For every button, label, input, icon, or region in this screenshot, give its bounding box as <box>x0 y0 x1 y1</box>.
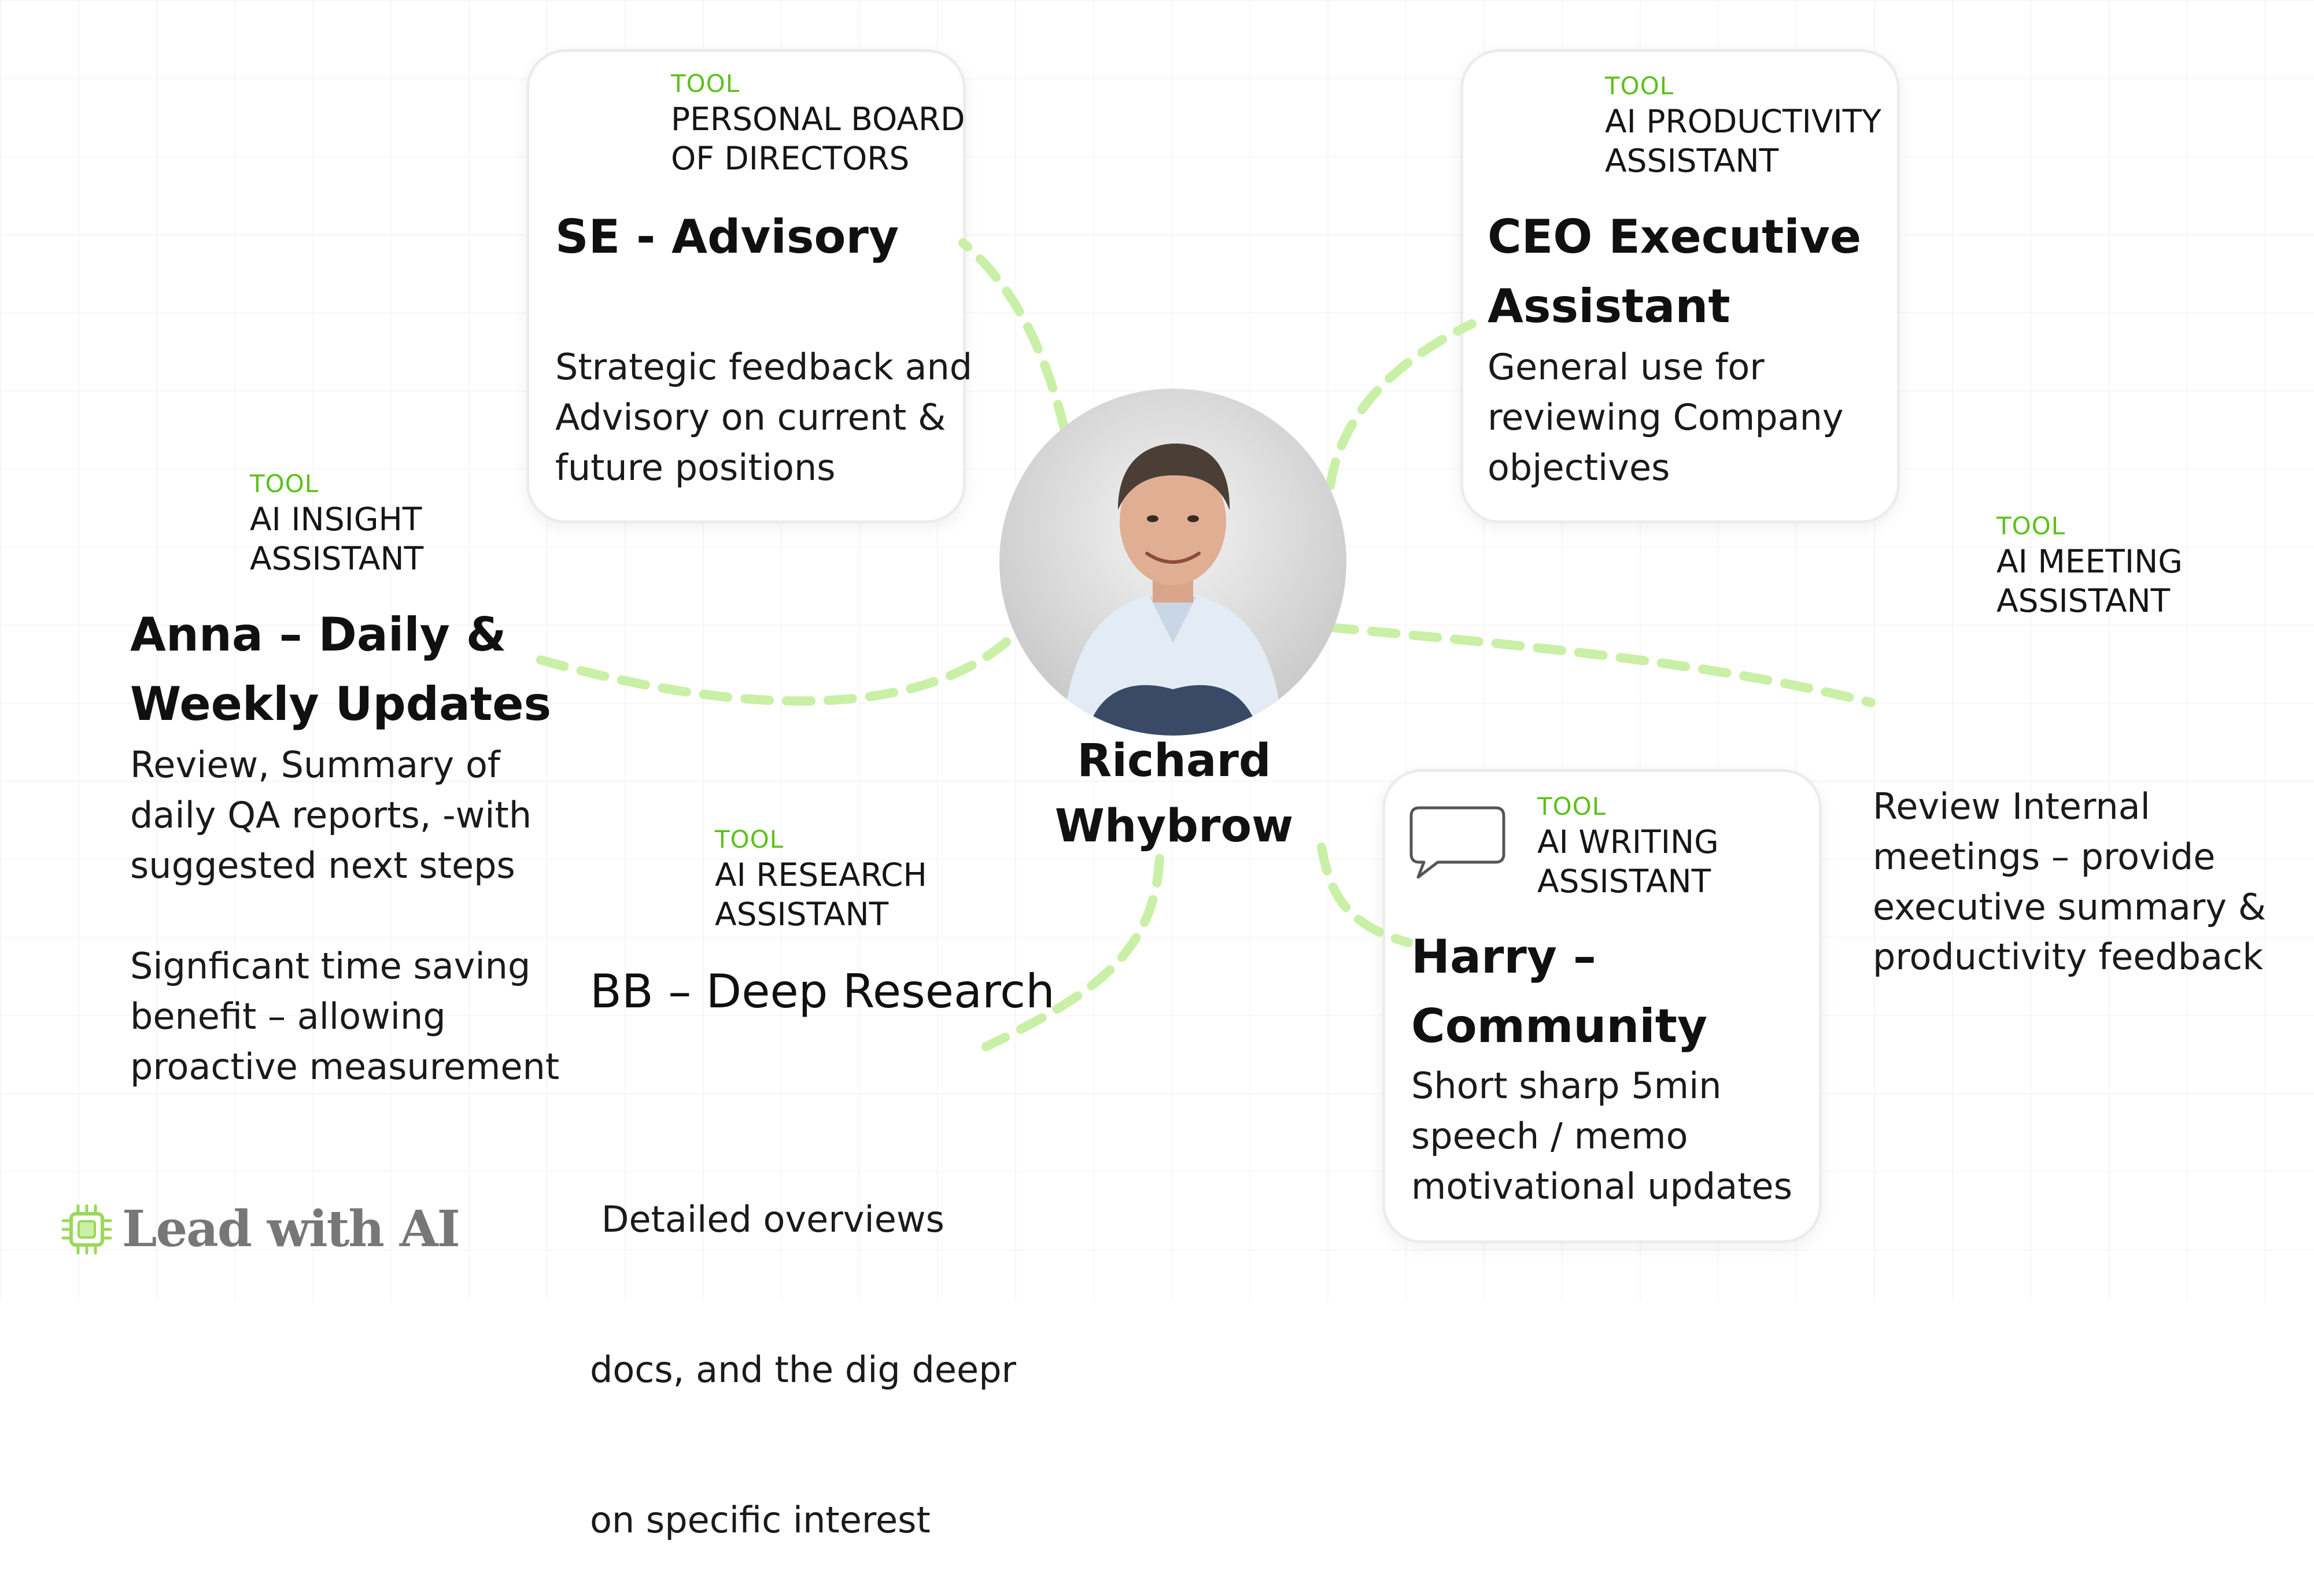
bb-desc: Detailed overviews docs, and the dig dee… <box>590 1094 1016 1596</box>
meeting-tag: TOOL <box>1996 512 2066 540</box>
anna-desc-line2: daily QA reports, -with <box>130 793 532 836</box>
bb-desc-line1: Detailed overviews <box>590 1198 944 1240</box>
anna-tool-line2: ASSISTANT <box>250 540 424 578</box>
meeting-desc-line4: productivity feedback <box>1873 936 2264 978</box>
anna-title: Anna – Daily & Weekly Updates <box>130 600 551 739</box>
anna-note-line3: proactive measurement <box>130 1045 560 1088</box>
harry-tag: TOOL <box>1537 792 1607 821</box>
meeting-desc: Review Internal meetings – provide execu… <box>1873 782 2266 982</box>
harry-desc-line1: Short sharp 5min <box>1411 1065 1722 1107</box>
bb-tool-line2: ASSISTANT <box>715 896 889 933</box>
person-last-name: Whybrow <box>1054 800 1294 853</box>
meeting-desc-line2: meetings – provide <box>1873 835 2216 878</box>
se-advisory-desc-line2: Advisory on current & <box>555 396 946 438</box>
person-photo <box>999 389 1346 736</box>
se-advisory-tool-name: PERSONAL BOARD OF DIRECTORS <box>671 99 965 178</box>
anna-desc: Review, Summary of daily QA reports, -wi… <box>130 740 532 891</box>
meeting-desc-line3: executive summary & <box>1873 885 2267 928</box>
anna-title-line1: Anna – Daily & <box>130 608 507 662</box>
person-name: Richard Whybrow <box>983 729 1365 859</box>
se-advisory-desc-line3: future positions <box>555 446 836 489</box>
anna-note: Signficant time saving benefit – allowin… <box>130 941 559 1092</box>
bb-tool-name: AI RESEARCH ASSISTANT <box>715 855 927 934</box>
se-advisory-title: SE - Advisory <box>555 210 899 264</box>
meeting-tool-line2: ASSISTANT <box>1996 582 2171 620</box>
anna-tag: TOOL <box>250 470 319 498</box>
ceo-assistant-title-line1: CEO Executive <box>1488 210 1862 264</box>
meeting-desc-line1: Review Internal <box>1873 785 2150 827</box>
card-ceo-assistant <box>1460 49 1900 523</box>
anna-note-line2: benefit – allowing <box>130 995 446 1037</box>
harry-title-line1: Harry – <box>1411 930 1596 984</box>
ceo-assistant-desc-line1: General use for <box>1488 346 1765 388</box>
harry-tool-line2: ASSISTANT <box>1537 863 1711 900</box>
bb-desc-line2: docs, and the dig deepr <box>590 1348 1017 1391</box>
harry-tool-line1: AI WRITING <box>1537 823 1719 860</box>
meeting-tool-name: AI MEETING ASSISTANT <box>1996 542 2183 620</box>
ceo-assistant-desc: General use for reviewing Company object… <box>1488 342 1844 493</box>
se-advisory-desc: Strategic feedback and Advisory on curre… <box>555 342 972 493</box>
logo-text: Lead with AI <box>122 1200 460 1258</box>
bb-tool-line1: AI RESEARCH <box>715 856 927 893</box>
ceo-assistant-title: CEO Executive Assistant <box>1488 202 1861 341</box>
harry-title: Harry – Community <box>1411 922 1707 1061</box>
anna-desc-line3: suggested next steps <box>130 844 515 886</box>
ceo-assistant-tag: TOOL <box>1605 72 1674 100</box>
ceo-assistant-tool-line2: ASSISTANT <box>1605 142 1779 180</box>
se-advisory-tag: TOOL <box>671 69 740 98</box>
harry-desc: Short sharp 5min speech / memo motivatio… <box>1411 1061 1792 1211</box>
brand-logo: Lead with AI <box>61 1200 460 1258</box>
harry-title-line2: Community <box>1411 999 1708 1053</box>
anna-title-line2: Weekly Updates <box>130 677 552 731</box>
bb-tag: TOOL <box>715 825 784 854</box>
se-advisory-tool-line2: OF DIRECTORS <box>671 140 910 178</box>
harry-desc-line3: motivational updates <box>1411 1165 1792 1207</box>
bb-desc-line3: on specific interest <box>590 1499 931 1542</box>
speech-bubble-icon <box>1409 806 1505 879</box>
ceo-assistant-tool-line1: AI PRODUCTIVITY <box>1605 103 1881 140</box>
chip-icon <box>61 1204 112 1254</box>
se-advisory-tool-line1: PERSONAL BOARD <box>671 101 965 138</box>
ceo-assistant-tool-name: AI PRODUCTIVITY ASSISTANT <box>1605 102 1881 180</box>
anna-desc-line1: Review, Summary of <box>130 744 500 786</box>
harry-desc-line2: speech / memo <box>1411 1114 1688 1157</box>
se-advisory-desc-line1: Strategic feedback and <box>555 346 973 388</box>
bb-title: BB – Deep Research <box>590 965 1055 1018</box>
anna-tool-line1: AI INSIGHT <box>250 501 422 538</box>
anna-note-line1: Signficant time saving <box>130 945 531 987</box>
ceo-assistant-desc-line2: reviewing Company <box>1488 396 1844 438</box>
ceo-assistant-desc-line3: objectives <box>1488 446 1670 489</box>
ceo-assistant-title-line2: Assistant <box>1488 279 1730 333</box>
person-first-name: Richard <box>1077 735 1271 787</box>
harry-tool-name: AI WRITING ASSISTANT <box>1537 822 1719 901</box>
card-se-advisory <box>526 49 966 523</box>
anna-tool-name: AI INSIGHT ASSISTANT <box>250 500 423 578</box>
meeting-tool-line1: AI MEETING <box>1996 543 2183 580</box>
